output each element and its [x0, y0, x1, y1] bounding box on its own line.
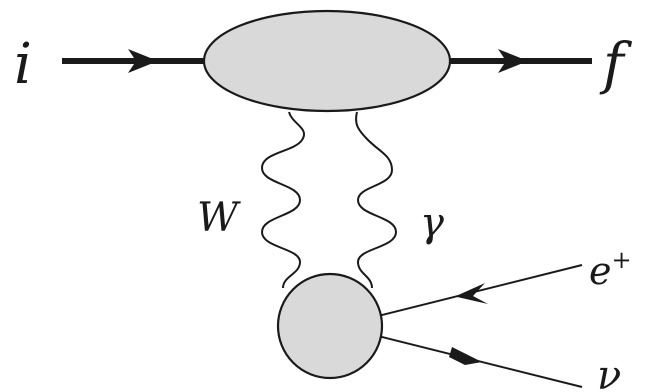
label-w-boson: W [197, 195, 241, 241]
upper-vertex-blob [202, 9, 452, 113]
w-boson-line [260, 111, 305, 289]
label-photon: γ [420, 200, 444, 246]
label-final: f [599, 32, 633, 97]
incoming-arrow [128, 49, 158, 73]
positron-arrow [455, 283, 488, 304]
neutrino-arrow [449, 347, 482, 365]
photon-line [355, 111, 398, 289]
label-positron: e+ [589, 246, 632, 293]
label-initial: i [14, 32, 32, 97]
label-neutrino: ν [597, 353, 621, 392]
outgoing-arrow [498, 49, 528, 73]
positron-line [377, 264, 583, 317]
label-positron-symbol: e [589, 249, 612, 293]
label-positron-charge: + [612, 246, 632, 274]
lower-vertex-blob [276, 272, 384, 380]
